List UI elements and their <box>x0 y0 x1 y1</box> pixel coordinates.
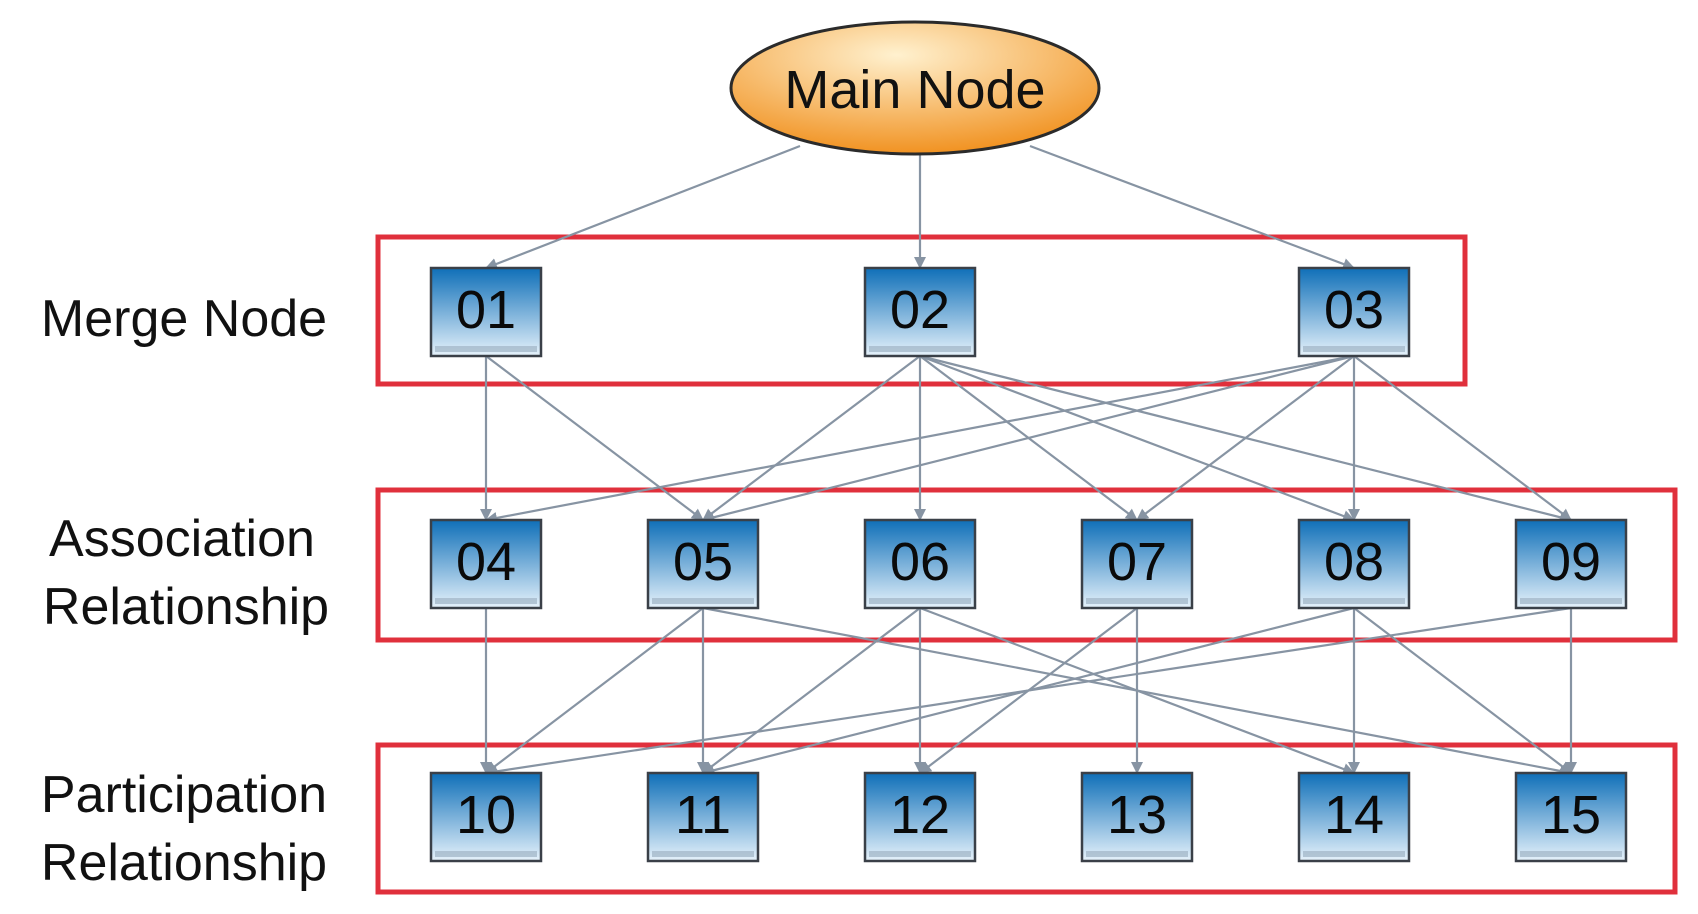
edge-06-to-11 <box>702 607 921 774</box>
edge-02-to-05 <box>702 355 921 521</box>
node-15: 15 <box>1514 771 1628 863</box>
node-box <box>1080 771 1194 863</box>
node-base-strip <box>869 598 971 604</box>
node-base-strip <box>652 598 754 604</box>
node-11: 11 <box>646 771 760 863</box>
node-label: 14 <box>1324 785 1384 845</box>
node-label: 09 <box>1541 532 1601 592</box>
node-label: 01 <box>456 280 516 340</box>
node-label: 05 <box>673 532 733 592</box>
node-label: 08 <box>1324 532 1384 592</box>
node-box <box>646 518 760 610</box>
node-05: 05 <box>646 518 760 610</box>
edge-main-to-03 <box>1029 144 1355 270</box>
node-10: 10 <box>429 771 543 863</box>
main-node-ellipse <box>729 20 1101 156</box>
row-label-association-line-2: Relationship <box>43 578 329 636</box>
node-base-strip <box>1303 598 1405 604</box>
node-base-strip <box>435 598 537 604</box>
node-label: 03 <box>1324 280 1384 340</box>
edge-03-to-09 <box>1353 355 1572 521</box>
node-label: 12 <box>890 785 950 845</box>
node-base-strip <box>869 851 971 857</box>
row-label-participation-line-2: Relationship <box>41 834 327 892</box>
node-base-strip <box>1303 851 1405 857</box>
edge-08-to-15 <box>1353 607 1572 774</box>
node-base-strip <box>1086 851 1188 857</box>
node-label: 11 <box>675 785 731 845</box>
main-node: Main Node <box>729 20 1101 156</box>
node-label: 07 <box>1107 532 1167 592</box>
node-base-strip <box>652 851 754 857</box>
edge-main-to-01 <box>485 144 801 270</box>
node-base-strip <box>435 851 537 857</box>
edge-01-to-05 <box>485 355 704 521</box>
node-label: 15 <box>1541 785 1601 845</box>
node-09: 09 <box>1514 518 1628 610</box>
node-label: 13 <box>1107 785 1167 845</box>
node-13: 13 <box>1080 771 1194 863</box>
participation-relationship-group-box <box>375 742 1678 895</box>
node-box <box>429 266 543 358</box>
node-box <box>1514 771 1628 863</box>
node-box <box>1297 771 1411 863</box>
node-07: 07 <box>1080 518 1194 610</box>
node-box <box>863 518 977 610</box>
main-node-label: Main Node <box>784 60 1045 120</box>
node-box <box>429 518 543 610</box>
node-box <box>1080 518 1194 610</box>
edge-03-to-05 <box>702 354 1355 524</box>
node-base-strip <box>435 346 537 352</box>
node-base-strip <box>869 346 971 352</box>
row-label-participation-line-1: Participation <box>41 766 327 824</box>
node-label: 02 <box>890 280 950 340</box>
node-box <box>863 771 977 863</box>
node-base-strip <box>1520 598 1622 604</box>
edge-03-to-04 <box>485 354 1355 524</box>
node-base-strip <box>1520 851 1622 857</box>
row-label-association-line-1: Association <box>49 510 315 568</box>
node-box <box>1514 518 1628 610</box>
edge-05-to-10 <box>485 607 704 774</box>
edge-09-to-10 <box>485 606 1572 778</box>
association-relationship-group-box <box>375 487 1678 643</box>
node-06: 06 <box>863 518 977 610</box>
node-box <box>1297 518 1411 610</box>
node-14: 14 <box>1297 771 1411 863</box>
node-box <box>863 266 977 358</box>
edges-layer <box>480 144 1577 778</box>
node-01: 01 <box>429 266 543 358</box>
node-02: 02 <box>863 266 977 358</box>
node-label: 04 <box>456 532 516 592</box>
node-label: 10 <box>456 785 516 845</box>
node-04: 04 <box>429 518 543 610</box>
merge-node-group-box <box>375 234 1468 387</box>
node-08: 08 <box>1297 518 1411 610</box>
node-label: 06 <box>890 532 950 592</box>
edge-03-to-07 <box>1136 355 1355 521</box>
node-box <box>646 771 760 863</box>
node-box <box>1297 266 1411 358</box>
node-03: 03 <box>1297 266 1411 358</box>
node-box <box>429 771 543 863</box>
row-label-merge: Merge Node <box>41 290 327 348</box>
node-12: 12 <box>863 771 977 863</box>
node-base-strip <box>1303 346 1405 352</box>
node-base-strip <box>1086 598 1188 604</box>
edge-02-to-08 <box>919 354 1355 522</box>
nodes-layer: 01 02 03 04 05 06 07 08 09 10 11 12 13 14 15 <box>429 266 1628 863</box>
